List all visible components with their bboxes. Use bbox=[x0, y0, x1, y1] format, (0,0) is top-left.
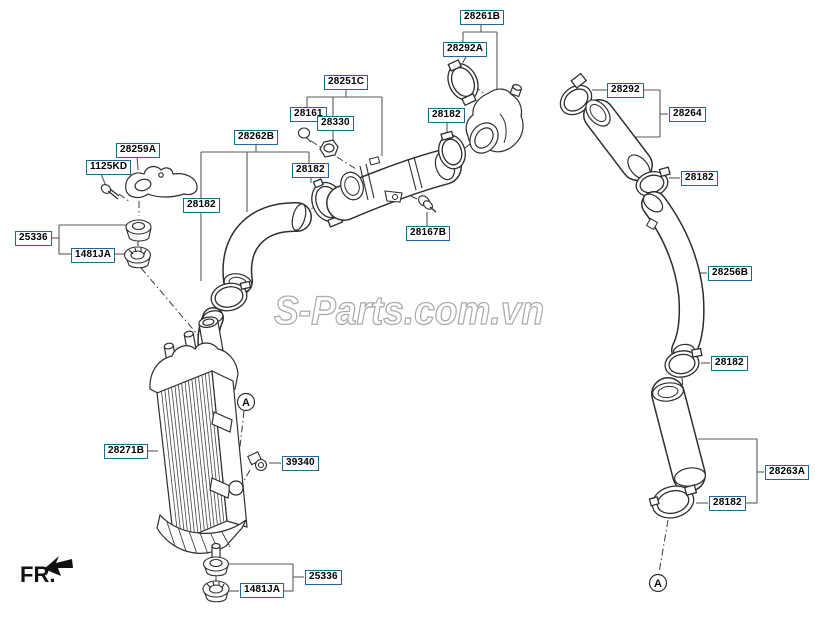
nut-28330-part bbox=[319, 139, 339, 158]
bolt-1125kd-part bbox=[100, 184, 120, 200]
svg-text:A: A bbox=[242, 397, 250, 409]
hose-28264-part bbox=[583, 99, 653, 181]
part-label-28330[interactable]: 28330 bbox=[317, 116, 354, 131]
watermark: S-Parts.com.vn bbox=[274, 289, 544, 333]
part-label-25336-2[interactable]: 25336 bbox=[305, 570, 342, 585]
section-marker-a-2: A bbox=[648, 573, 668, 593]
bracket-leader-lines bbox=[49, 25, 764, 592]
part-label-28182-2[interactable]: 28182 bbox=[292, 163, 329, 178]
part-label-28261b[interactable]: 28261B bbox=[460, 10, 505, 25]
front-direction-arrow-icon bbox=[44, 556, 73, 576]
part-label-39340[interactable]: 39340 bbox=[282, 456, 319, 471]
insulator-25336-part-1 bbox=[125, 219, 152, 242]
clamp-28182-part-6 bbox=[648, 484, 698, 519]
intercooler-28271b-part bbox=[149, 316, 248, 559]
insulator-25336-part-2 bbox=[202, 556, 230, 577]
insulator-1481ja-part-2 bbox=[202, 580, 230, 603]
part-label-1481ja-2[interactable]: 1481JA bbox=[240, 583, 285, 598]
part-label-28182-1[interactable]: 28182 bbox=[428, 108, 465, 123]
part-label-28182-6[interactable]: 28182 bbox=[709, 496, 746, 511]
part-label-28182-3[interactable]: 28182 bbox=[183, 198, 220, 213]
part-label-28262b[interactable]: 28262B bbox=[234, 130, 279, 145]
bracket-28259a-part bbox=[125, 165, 198, 199]
part-label-28251c[interactable]: 28251C bbox=[324, 75, 369, 90]
elbow-28261b-part bbox=[465, 84, 524, 154]
bolt-28167b-part bbox=[418, 195, 437, 213]
part-label-1481ja-1[interactable]: 1481JA bbox=[71, 248, 116, 263]
insulator-1481ja-part-1 bbox=[123, 246, 152, 269]
part-label-28292[interactable]: 28292 bbox=[607, 83, 644, 98]
part-label-28256b[interactable]: 28256B bbox=[708, 266, 753, 281]
part-label-28167b[interactable]: 28167B bbox=[406, 226, 451, 241]
part-label-28271b[interactable]: 28271B bbox=[104, 444, 149, 459]
part-label-28182-5[interactable]: 28182 bbox=[711, 356, 748, 371]
sensor-39340-part bbox=[247, 451, 268, 472]
pipe-28256b-part bbox=[641, 191, 705, 363]
front-direction-label: FR. bbox=[20, 562, 56, 587]
clamp-28182-part-5 bbox=[664, 347, 703, 378]
pipe-28251c-part bbox=[326, 149, 462, 221]
part-label-28292a[interactable]: 28292A bbox=[443, 42, 488, 57]
part-label-28264[interactable]: 28264 bbox=[669, 107, 706, 122]
clamp-28292a-part bbox=[447, 59, 479, 107]
hose-28262b-part bbox=[222, 202, 312, 296]
clamp-28182-part-3 bbox=[210, 280, 252, 312]
clamp-28182-part-4 bbox=[635, 166, 671, 197]
part-label-25336-1[interactable]: 25336 bbox=[15, 231, 52, 246]
clamp-28182-part-1 bbox=[438, 130, 466, 170]
part-label-28263a[interactable]: 28263A bbox=[765, 465, 810, 480]
svg-text:A: A bbox=[654, 578, 662, 590]
hose-28263a-part bbox=[651, 377, 707, 492]
part-label-1125kd[interactable]: 1125KD bbox=[86, 160, 132, 175]
section-marker-a-1: A bbox=[236, 392, 256, 412]
stud-28161-part bbox=[297, 127, 312, 143]
part-label-28182-4[interactable]: 28182 bbox=[681, 171, 718, 186]
part-label-28259a[interactable]: 28259A bbox=[116, 143, 161, 158]
